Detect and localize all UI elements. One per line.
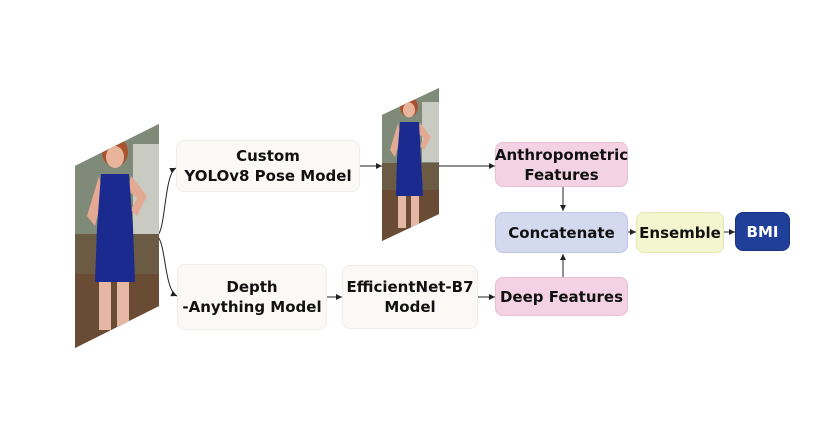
bmi-output-box: BMI [735, 212, 790, 251]
concatenate-box: Concatenate [495, 212, 628, 253]
ensemble-box: Ensemble [636, 212, 724, 253]
anthropometric-features-box: Anthropometric Features [495, 142, 628, 187]
edge-input-yolo [156, 167, 177, 237]
yolo-pose-model-box: Custom YOLOv8 Pose Model [176, 140, 360, 192]
input-photo [75, 124, 159, 348]
efficientnet-b7-model-box: EfficientNet-B7 Model [342, 265, 478, 329]
pose-photo [382, 88, 439, 241]
edge-input-depth [156, 235, 178, 297]
deep-features-box: Deep Features [495, 277, 628, 316]
depth-anything-model-box: Depth -Anything Model [177, 264, 327, 330]
